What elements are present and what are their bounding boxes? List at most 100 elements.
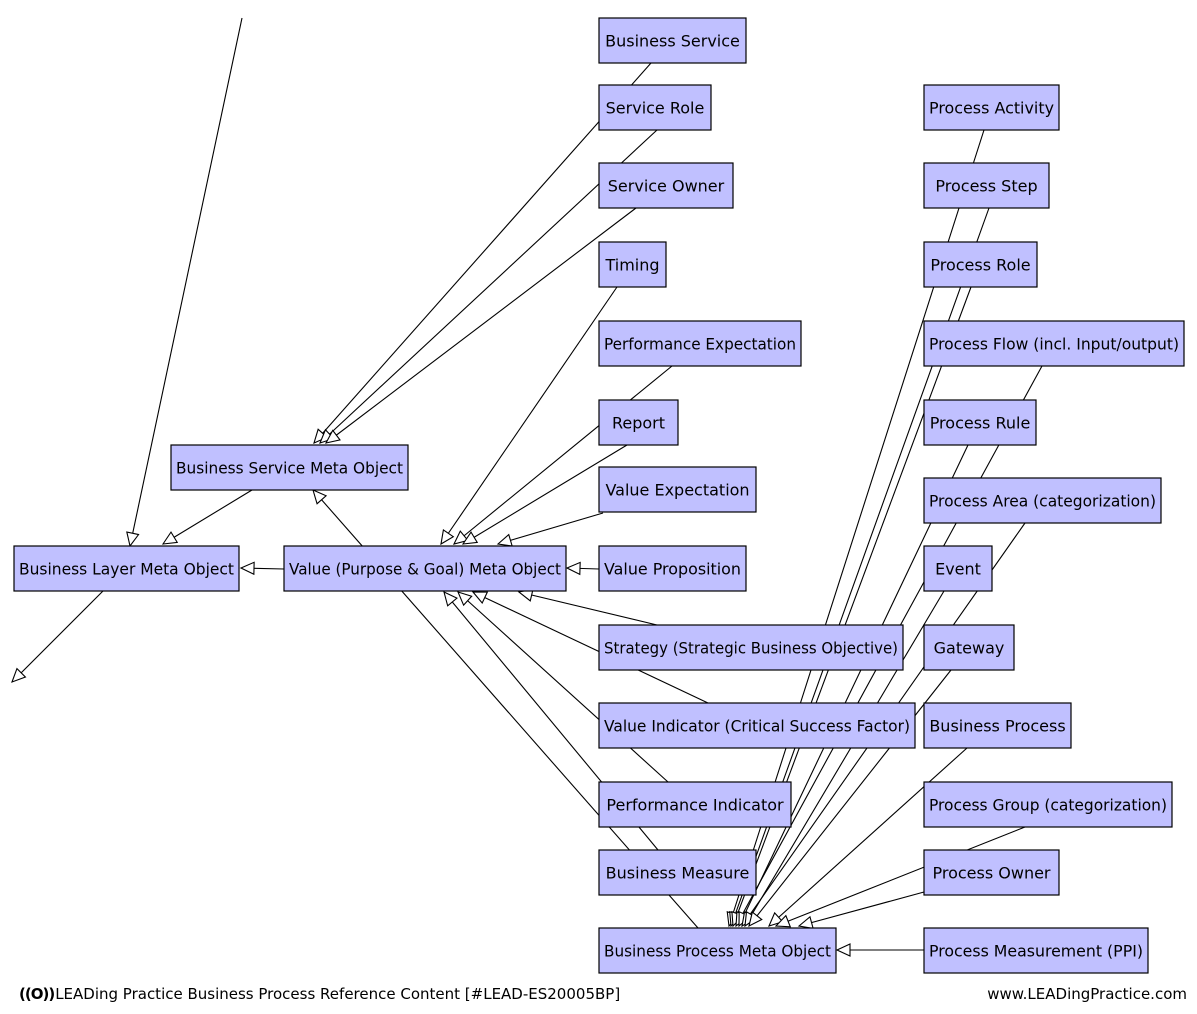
node-value-indicator[interactable]: Value Indicator (Critical Success Factor…: [598, 702, 916, 749]
node-box: [923, 241, 1038, 288]
node-label: Gateway: [934, 639, 1005, 658]
node-label: Business Process: [929, 717, 1065, 736]
node-box: [598, 624, 904, 671]
generalization-arrow-icon: [126, 531, 140, 548]
node-process-owner[interactable]: Process Owner: [923, 849, 1060, 896]
node-box: [598, 241, 667, 288]
node-process-area[interactable]: Process Area (categorization): [923, 477, 1162, 524]
node-box: [923, 320, 1185, 367]
generalization-arrow-icon: [312, 489, 328, 505]
node-label: Process Flow (incl. Input/output): [929, 335, 1179, 354]
generalization-arrow-icon: [797, 915, 814, 930]
edge-line: [768, 747, 968, 927]
edge-line: [11, 590, 104, 683]
node-event[interactable]: Event: [923, 545, 993, 592]
node-label: Value Expectation: [605, 481, 749, 500]
node-box: [923, 927, 1149, 974]
node-box: [283, 545, 567, 592]
node-strategy[interactable]: Strategy (Strategic Business Objective): [598, 624, 904, 671]
edge-line: [497, 512, 604, 545]
node-process-role[interactable]: Process Role: [923, 241, 1038, 288]
node-box: [923, 477, 1162, 524]
generalization-arrow-icon: [835, 943, 851, 957]
node-label: Process Rule: [930, 414, 1031, 433]
node-label: Value Indicator (Critical Success Factor…: [604, 717, 910, 736]
node-label: Value Proposition: [604, 560, 741, 579]
generalization-arrow-icon: [239, 561, 255, 576]
node-box: [923, 702, 1072, 749]
generalization-arrow-icon: [440, 528, 455, 546]
footer-reference: ((O))LEADing Practice Business Process R…: [19, 985, 620, 1003]
node-box: [923, 399, 1037, 446]
node-label: Report: [612, 414, 665, 433]
node-label: Strategy (Strategic Business Objective): [604, 639, 898, 658]
generalization-arrow-icon: [565, 561, 581, 576]
node-label: Business Process Meta Object: [604, 942, 831, 961]
node-performance-expectation[interactable]: Performance Expectation: [598, 320, 802, 367]
generalization-arrow-icon: [774, 914, 792, 928]
node-box: [923, 545, 993, 592]
node-label: Performance Indicator: [606, 796, 784, 815]
generalization-arrow-icon: [471, 591, 489, 604]
node-label: Business Service Meta Object: [176, 459, 403, 478]
node-process-step[interactable]: Process Step: [923, 162, 1050, 209]
edge-line: [453, 365, 673, 545]
node-box: [598, 702, 916, 749]
node-box: [170, 444, 409, 491]
node-performance-indicator[interactable]: Performance Indicator: [598, 781, 792, 828]
node-process-rule[interactable]: Process Rule: [923, 399, 1037, 446]
node-box: [598, 849, 757, 896]
edge-line: [162, 489, 253, 545]
node-business-process[interactable]: Business Process: [923, 702, 1072, 749]
node-business-layer-meta[interactable]: Business Layer Meta Object: [13, 545, 240, 592]
edge-line: [738, 444, 969, 927]
node-box: [923, 781, 1173, 828]
node-box: [598, 781, 792, 828]
node-service-owner[interactable]: Service Owner: [598, 162, 734, 209]
node-box: [923, 84, 1060, 131]
generalization-arrow-icon: [496, 533, 513, 547]
edge-line: [748, 669, 952, 927]
node-label: Business Layer Meta Object: [19, 560, 234, 579]
node-timing[interactable]: Timing: [598, 241, 667, 288]
edge-line: [440, 286, 618, 545]
node-process-flow[interactable]: Process Flow (incl. Input/output): [923, 320, 1185, 367]
node-value-proposition[interactable]: Value Proposition: [598, 545, 747, 592]
edge-line: [472, 591, 709, 704]
node-process-measurement[interactable]: Process Measurement (PPI): [923, 927, 1149, 974]
node-box: [598, 927, 837, 974]
footer-website: www.LEADingPractice.com: [987, 985, 1187, 1003]
node-value-expectation[interactable]: Value Expectation: [598, 466, 757, 513]
node-label: Process Step: [935, 177, 1037, 196]
node-label: Business Service: [605, 32, 740, 51]
node-gateway[interactable]: Gateway: [923, 624, 1015, 671]
node-report[interactable]: Report: [598, 399, 679, 446]
node-process-activity[interactable]: Process Activity: [923, 84, 1060, 131]
node-box: [598, 545, 747, 592]
edges: [11, 17, 1043, 957]
generalization-arrow-icon: [452, 530, 469, 545]
node-box: [598, 162, 734, 209]
node-label: Business Measure: [606, 864, 750, 883]
edge-line: [457, 591, 669, 783]
node-business-service-meta[interactable]: Business Service Meta Object: [170, 444, 409, 491]
node-business-service[interactable]: Business Service: [598, 17, 747, 64]
node-label: Timing: [604, 256, 659, 275]
generalization-arrow-icon: [461, 531, 479, 545]
node-business-process-meta[interactable]: Business Process Meta Object: [598, 927, 837, 974]
edge-line: [325, 207, 637, 444]
node-process-group[interactable]: Process Group (categorization): [923, 781, 1173, 828]
node-label: Process Role: [930, 256, 1030, 275]
node-box: [923, 849, 1060, 896]
edge-line: [129, 17, 243, 547]
node-service-role[interactable]: Service Role: [598, 84, 712, 131]
node-box: [13, 545, 240, 592]
node-value-meta[interactable]: Value (Purpose & Goal) Meta Object: [283, 545, 567, 592]
node-business-measure[interactable]: Business Measure: [598, 849, 757, 896]
edge-line: [798, 891, 925, 927]
edge-line: [775, 826, 1026, 927]
edge-line: [313, 62, 652, 444]
node-label: Event: [935, 560, 981, 579]
generalization-arrow-icon: [748, 911, 763, 928]
